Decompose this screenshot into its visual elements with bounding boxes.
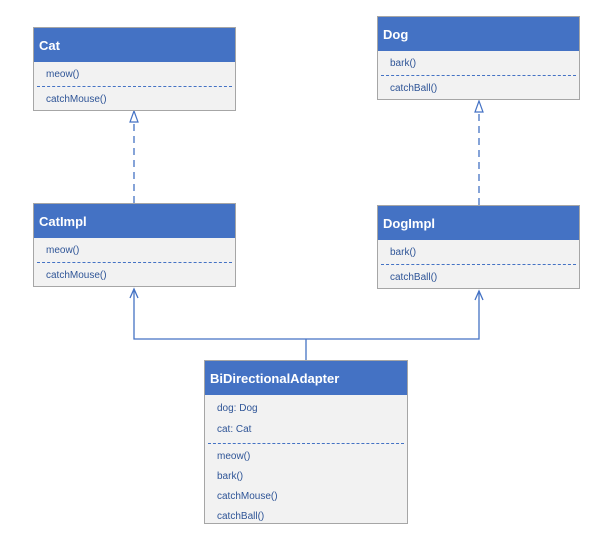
association-line-adapter-dogimpl — [306, 291, 480, 340]
class-dogimpl-separator — [381, 264, 576, 265]
realization-arrow-cat — [129, 109, 139, 123]
association-line-adapter-catimpl — [133, 289, 306, 340]
association-arrow-catimpl — [129, 287, 139, 299]
realization-arrow-dog — [474, 99, 484, 113]
class-dog-name: Dog — [378, 17, 579, 51]
class-cat: Cat meow() catchMouse() — [33, 27, 236, 111]
class-adapter-method: bark() — [217, 470, 244, 482]
class-adapter-field: dog: Dog — [217, 403, 258, 414]
class-cat-name: Cat — [34, 28, 235, 62]
class-catimpl-method: meow() — [46, 244, 80, 256]
class-cat-separator — [37, 86, 232, 87]
class-catimpl-separator — [37, 262, 232, 263]
class-dogimpl: DogImpl bark() catchBall() — [377, 205, 580, 289]
class-adapter-method: meow() — [217, 450, 251, 462]
class-catimpl-method: catchMouse() — [46, 269, 107, 281]
class-dog: Dog bark() catchBall() — [377, 16, 580, 100]
class-cat-method: meow() — [46, 68, 80, 80]
class-adapter-name: BiDirectionalAdapter — [205, 361, 407, 395]
class-dog-method: catchBall() — [390, 82, 438, 94]
class-adapter-method: catchMouse() — [217, 490, 278, 502]
class-cat-method: catchMouse() — [46, 93, 107, 105]
class-bidirectionaladapter: BiDirectionalAdapter dog: Dog cat: Cat m… — [204, 360, 408, 524]
class-catimpl-name: CatImpl — [34, 204, 235, 238]
class-adapter-field: cat: Cat — [217, 424, 252, 435]
class-dog-method: bark() — [390, 57, 417, 69]
class-dogimpl-method: bark() — [390, 246, 417, 258]
class-dogimpl-method: catchBall() — [390, 271, 438, 283]
association-arrow-dogimpl — [474, 289, 484, 301]
class-catimpl: CatImpl meow() catchMouse() — [33, 203, 236, 287]
class-dogimpl-name: DogImpl — [378, 206, 579, 240]
class-adapter-method: catchBall() — [217, 510, 265, 522]
class-adapter-separator — [208, 443, 404, 444]
class-dog-separator — [381, 75, 576, 76]
